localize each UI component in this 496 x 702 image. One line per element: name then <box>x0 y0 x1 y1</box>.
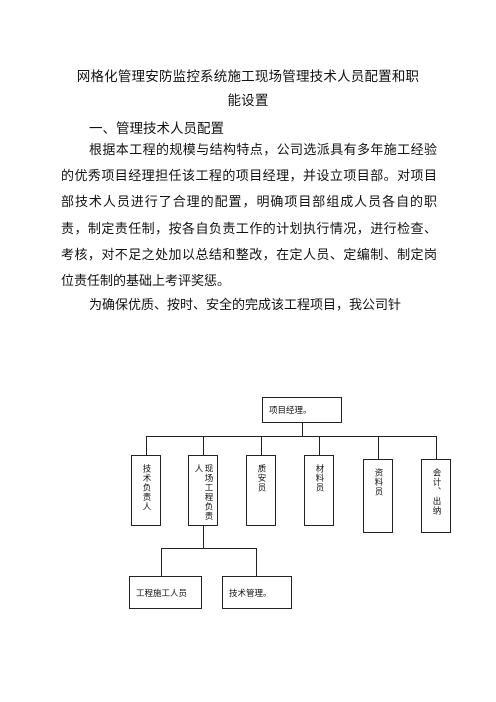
org-box-tech-lead: 技术负责人 <box>131 455 161 526</box>
org-root-box: 项目经理。 <box>262 397 342 423</box>
paragraph-1: 根据本工程的规模与结构特点，公司选派具有多年施工经验的优秀项目经理担任该工程的项… <box>61 143 437 290</box>
org-label-construction-staff: 工程施工人员 <box>136 588 188 599</box>
drop-3 <box>261 436 262 455</box>
paragraph-2: 为确保优质、按时、安全的完成该工程项目，我公司针 <box>89 298 402 313</box>
org-box-construction-staff: 工程施工人员 <box>129 576 202 609</box>
org-box-quality-safety: 质安员 <box>246 455 276 526</box>
org-box-tech-management: 技术管理。 <box>222 576 292 609</box>
org-label-documents: 资料员 <box>373 468 383 497</box>
title-line-1: 网格化管理安防监控系统施工现场管理技术人员配置和职 <box>76 69 420 85</box>
section-heading: 一、管理技术人员配置 <box>89 121 224 137</box>
org-box-accounting: 会计、出纳 <box>421 459 451 533</box>
horizontal-bus <box>146 436 436 437</box>
org-label-site-lead: 现场工程负责人 <box>193 464 213 521</box>
org-root-label: 项目经理。 <box>269 406 312 416</box>
root-connector <box>302 422 303 436</box>
org-label-tech-management: 技术管理。 <box>229 588 272 599</box>
org-label-tech-lead: 技术负责人 <box>141 464 151 512</box>
org-box-documents: 资料员 <box>363 459 393 533</box>
sub-bus <box>161 548 257 549</box>
org-label-materials: 材料员 <box>314 464 324 493</box>
drop-4 <box>319 436 320 455</box>
sub-drop-1 <box>161 548 162 576</box>
org-box-site-lead: 现场工程负责人 <box>188 455 218 526</box>
title-line-2: 能设置 <box>227 93 269 109</box>
org-label-quality-safety: 质安员 <box>256 464 266 493</box>
drop-5 <box>378 436 379 459</box>
sub-drop-2 <box>256 548 257 576</box>
org-box-materials: 材料员 <box>304 455 334 526</box>
org-label-accounting: 会计、出纳 <box>431 468 441 516</box>
sub-connector <box>203 526 204 548</box>
drop-2 <box>203 436 204 455</box>
drop-1 <box>146 436 147 455</box>
drop-6 <box>436 436 437 459</box>
